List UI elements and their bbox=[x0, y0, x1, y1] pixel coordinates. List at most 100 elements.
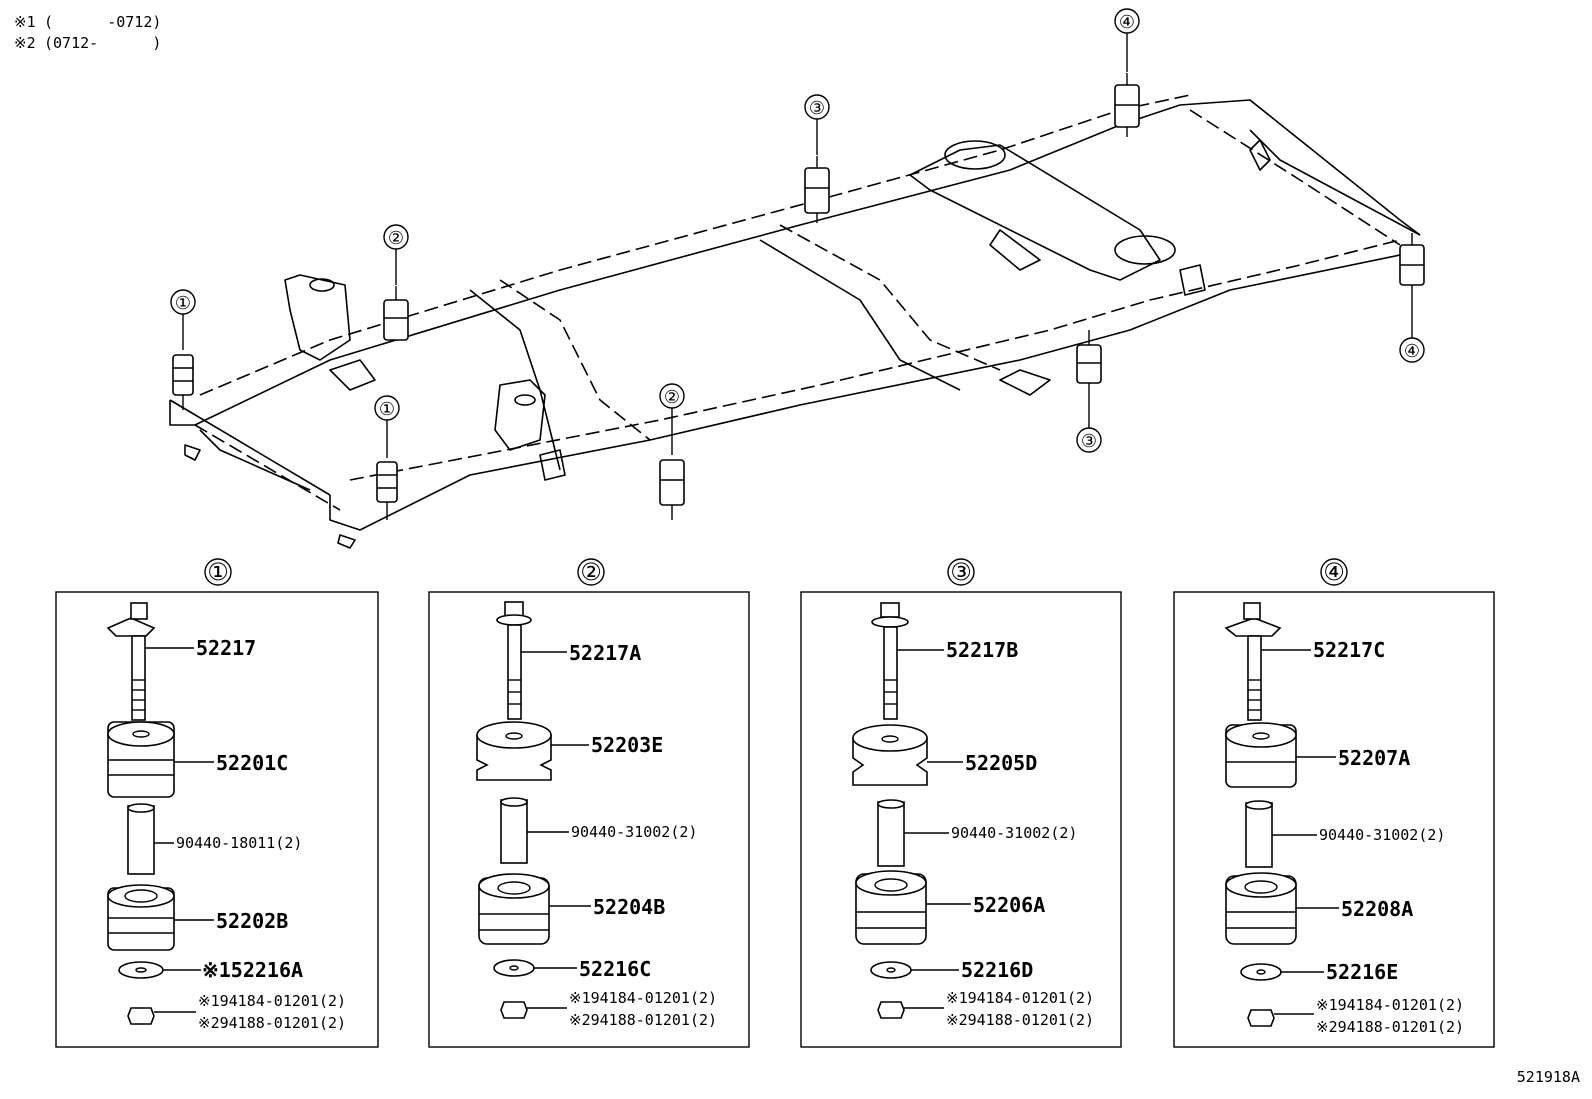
panel-4-border bbox=[1173, 591, 1495, 1048]
panel-1-nut bbox=[127, 1007, 196, 1025]
svg-text:①: ① bbox=[379, 399, 395, 420]
mount-stack-1-left bbox=[172, 354, 194, 410]
panel-1-washer bbox=[118, 961, 201, 979]
panel-2-upper-cushion bbox=[476, 721, 589, 781]
detail-panel-4: ④ 52217C 52207A 90440-31002(2) bbox=[1173, 558, 1495, 1048]
frame-mount-stacks bbox=[172, 73, 1425, 520]
applicability-notes: ※1 ( -0712) ※2 (0712- ) bbox=[14, 13, 161, 52]
marker-4b: ④ bbox=[1399, 295, 1425, 363]
marker-3a: ③ bbox=[804, 94, 830, 155]
svg-text:④: ④ bbox=[1323, 558, 1345, 586]
marker-1b: ① bbox=[374, 395, 400, 458]
panel-1-bolt bbox=[106, 602, 194, 721]
panel-1-upper-cushion-label: 52201C bbox=[216, 751, 288, 775]
marker-2b: ② bbox=[659, 383, 685, 455]
panel-4-bolt-label: 52217C bbox=[1313, 638, 1385, 662]
panel-2-washer-label: 52216C bbox=[579, 957, 651, 981]
panel-3-nut bbox=[877, 1001, 944, 1019]
detail-panel-3: ③ 52217B 52205D 90440-31002(2) bbox=[800, 558, 1122, 1048]
panel-2-border bbox=[428, 591, 750, 1048]
panel-4-lower-cushion-label: 52208A bbox=[1341, 897, 1413, 921]
panel-4-bolt bbox=[1224, 602, 1311, 721]
mount-stack-2-right bbox=[659, 459, 685, 520]
svg-text:②: ② bbox=[388, 228, 404, 249]
panel-2-bolt-label: 52217A bbox=[569, 641, 641, 665]
marker-2a: ② bbox=[383, 224, 409, 285]
panel-2-collar bbox=[500, 797, 569, 864]
panel-2-lower-cushion-label: 52204B bbox=[593, 895, 665, 919]
svg-text:④: ④ bbox=[1404, 341, 1420, 362]
panel-2-lower-cushion bbox=[478, 873, 591, 945]
panel-1-header: ① bbox=[204, 558, 232, 586]
panel-2-bolt bbox=[496, 601, 567, 720]
panel-4-upper-cushion-label: 52207A bbox=[1338, 746, 1410, 770]
svg-text:③: ③ bbox=[950, 558, 972, 586]
panel-3-washer bbox=[870, 961, 959, 979]
marker-1a: ① bbox=[170, 289, 196, 350]
note-1-text: ( -0712) bbox=[44, 13, 161, 31]
svg-text:②: ② bbox=[664, 387, 680, 408]
panel-2-nut1-label: ※194184-01201(2) bbox=[569, 989, 717, 1007]
panel-1-upper-cushion bbox=[107, 721, 214, 798]
svg-text:②: ② bbox=[580, 558, 602, 586]
panel-4-lower-cushion bbox=[1225, 872, 1339, 945]
panel-4-collar bbox=[1245, 800, 1317, 868]
panel-4-nut2-label: ※294188-01201(2) bbox=[1316, 1018, 1464, 1036]
panel-2-nut bbox=[500, 1001, 567, 1019]
panel-3-nut1-label: ※194184-01201(2) bbox=[946, 989, 1094, 1007]
vehicle-frame bbox=[169, 94, 1421, 549]
panel-2-header: ② bbox=[577, 558, 605, 586]
panel-2-upper-cushion-label: 52203E bbox=[591, 733, 663, 757]
mount-stack-1-right bbox=[376, 461, 398, 520]
panel-4-nut bbox=[1247, 1009, 1314, 1027]
panel-1-border bbox=[55, 591, 379, 1048]
panel-2-collar-label: 90440-31002(2) bbox=[571, 823, 697, 841]
svg-text:④: ④ bbox=[1119, 12, 1135, 33]
frame-location-markers: ① ① ② ② ③ ③ ④ bbox=[170, 8, 1425, 458]
panel-3-collar bbox=[877, 799, 949, 867]
note-2-text: (0712- ) bbox=[44, 34, 161, 52]
mount-stack-2-left bbox=[383, 286, 409, 341]
note-1-mark: ※1 bbox=[14, 13, 36, 31]
panel-3-collar-label: 90440-31002(2) bbox=[951, 824, 1077, 842]
panel-4-header: ④ bbox=[1320, 558, 1348, 586]
panel-4-washer-label: 52216E bbox=[1326, 960, 1398, 984]
panel-4-nut1-label: ※194184-01201(2) bbox=[1316, 996, 1464, 1014]
panel-1-nut2-label: ※294188-01201(2) bbox=[198, 1014, 346, 1032]
figure-code: 521918A bbox=[1517, 1068, 1580, 1086]
panel-3-header: ③ bbox=[947, 558, 975, 586]
mount-stack-4-left bbox=[1114, 73, 1140, 137]
svg-text:③: ③ bbox=[809, 98, 825, 119]
panel-1-lower-cushion-label: 52202B bbox=[216, 909, 288, 933]
panel-3-border bbox=[800, 591, 1122, 1048]
mount-stack-3-right bbox=[1076, 330, 1102, 384]
panel-3-lower-cushion bbox=[855, 870, 971, 945]
panel-3-bolt bbox=[871, 602, 944, 720]
panel-3-upper-cushion bbox=[852, 724, 963, 786]
panel-4-collar-label: 90440-31002(2) bbox=[1319, 826, 1445, 844]
panel-1-collar bbox=[127, 803, 174, 875]
marker-4a: ④ bbox=[1114, 8, 1140, 72]
panel-3-nut2-label: ※294188-01201(2) bbox=[946, 1011, 1094, 1029]
svg-text:①: ① bbox=[175, 293, 191, 314]
svg-text:③: ③ bbox=[1081, 431, 1097, 452]
panel-1-nut1-label: ※194184-01201(2) bbox=[198, 992, 346, 1010]
svg-text:①: ① bbox=[207, 558, 229, 586]
note-2-mark: ※2 bbox=[14, 34, 36, 52]
panel-3-upper-cushion-label: 52205D bbox=[965, 751, 1037, 775]
detail-panel-2: ② 52217A 52203E 90440-31002(2) bbox=[428, 558, 750, 1048]
mount-stack-3-left bbox=[804, 156, 830, 223]
panel-1-washer-label: ※152216A bbox=[202, 958, 303, 982]
panel-4-washer bbox=[1240, 963, 1324, 981]
panel-3-bolt-label: 52217B bbox=[946, 638, 1018, 662]
detail-panel-1: ① 52217 52201C 90440-18011(2 bbox=[55, 558, 379, 1048]
panel-3-washer-label: 52216D bbox=[961, 958, 1033, 982]
panel-2-washer bbox=[493, 959, 577, 977]
mount-stack-4-right bbox=[1399, 233, 1425, 295]
panel-3-lower-cushion-label: 52206A bbox=[973, 893, 1045, 917]
panel-4-upper-cushion bbox=[1225, 722, 1336, 788]
marker-3b: ③ bbox=[1076, 383, 1102, 453]
panel-2-nut2-label: ※294188-01201(2) bbox=[569, 1011, 717, 1029]
panel-1-lower-cushion bbox=[107, 884, 214, 951]
